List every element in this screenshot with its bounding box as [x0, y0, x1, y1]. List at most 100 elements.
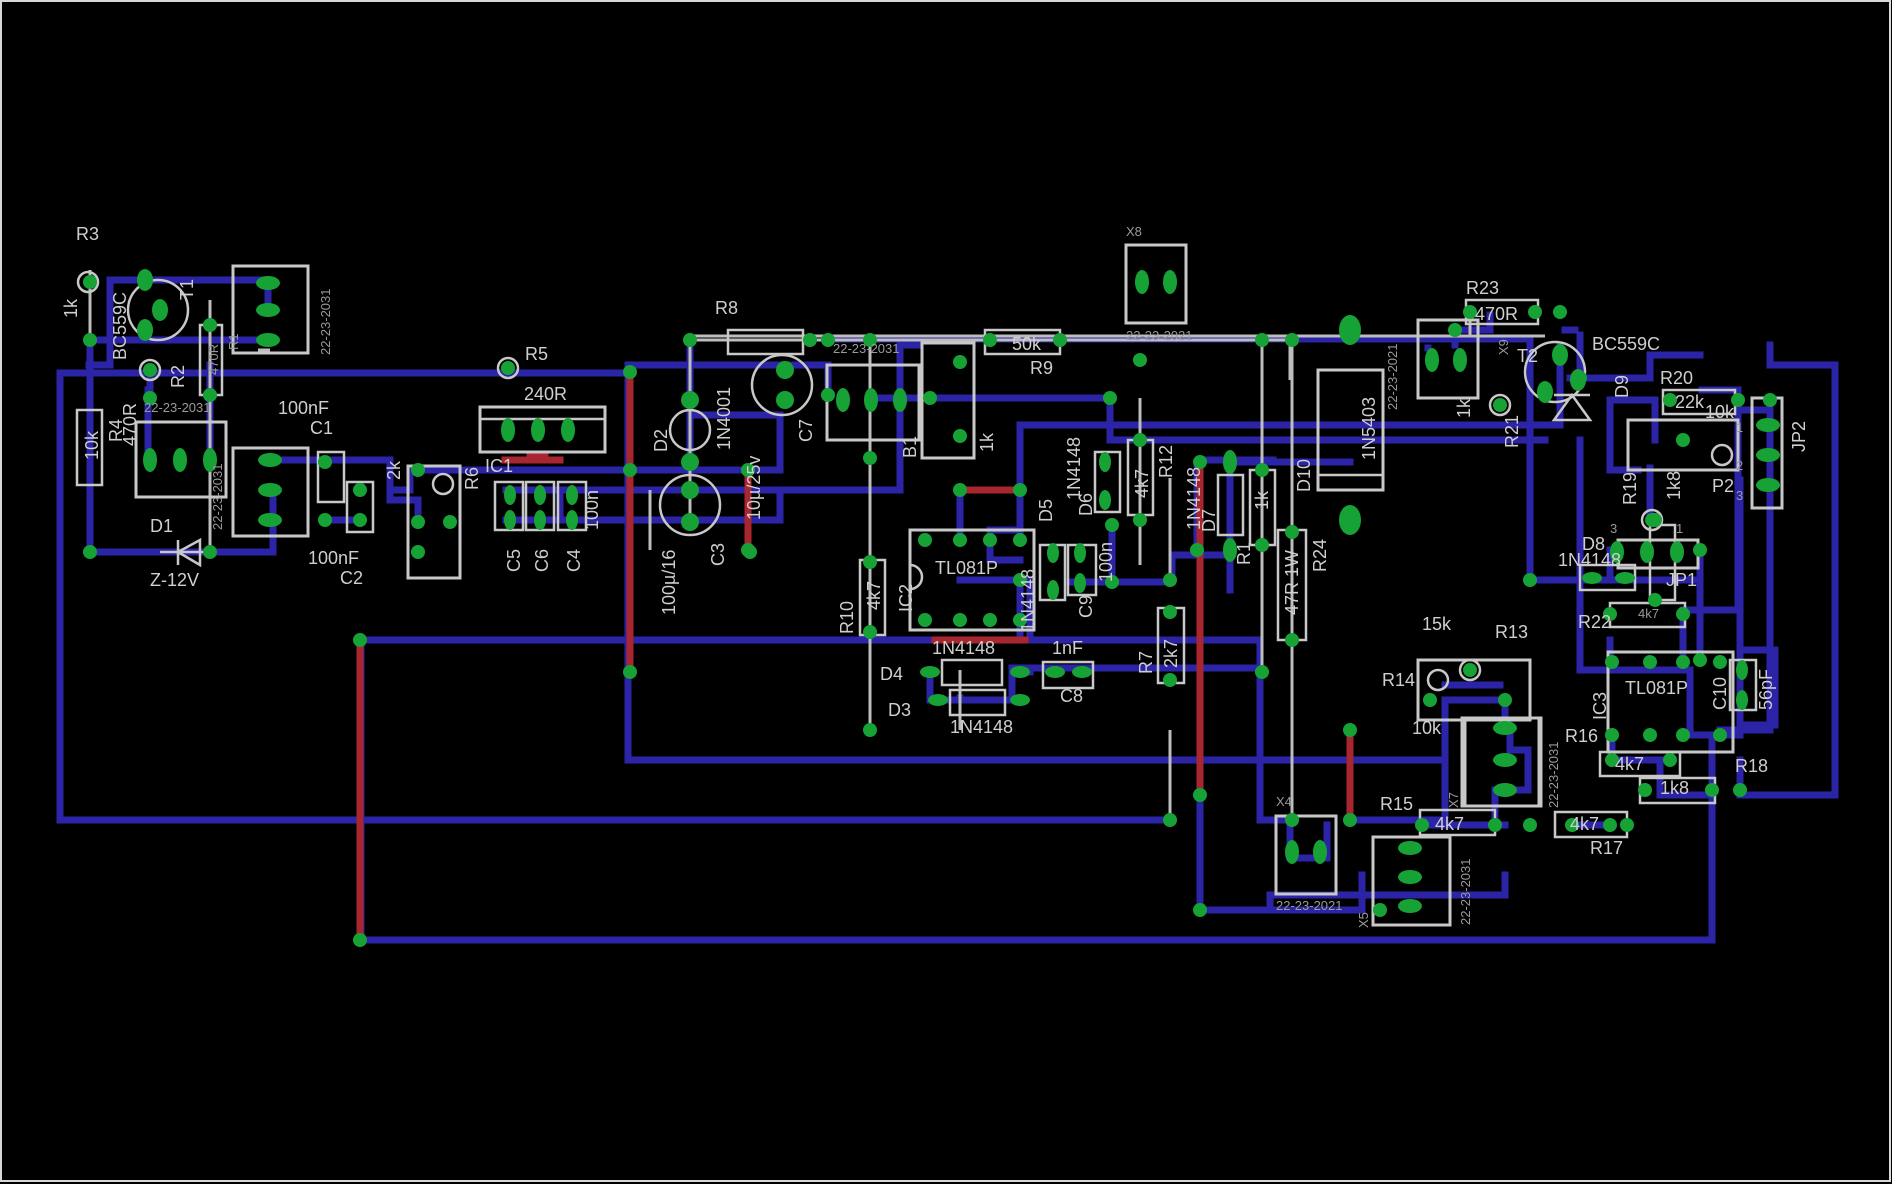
label-b1: B1 [900, 436, 920, 458]
label-r7: R7 [1136, 651, 1156, 674]
label-r14: R14 [1382, 670, 1415, 690]
label-d1: D1 [150, 516, 173, 536]
label-x4: X4 [1276, 794, 1292, 809]
label-r10-value: 4k7 [864, 581, 884, 610]
label-jp1-pin1: 1 [1676, 521, 1683, 536]
label-r1b: R1 [1234, 542, 1254, 565]
label-c8: C8 [1060, 686, 1083, 706]
component-labels: R3 1k BC559C T1 22-23-2031 470R R1 R2 47… [61, 224, 1809, 928]
label-r3-value: 1k [61, 298, 81, 318]
label-x5-value: 22-23-2031 [1458, 859, 1473, 926]
label-x1-value: 22-23-2031 [318, 289, 333, 356]
label-x10-value: 22-23-2031 [833, 341, 900, 356]
label-r15-value: 4k7 [1435, 814, 1464, 834]
label-x3-value: 22-23-2031 [210, 464, 225, 531]
label-d4: D4 [880, 664, 903, 684]
label-c9: C9 [1076, 595, 1096, 618]
label-c1-value: 100nF [278, 398, 329, 418]
label-r4: R4 [106, 419, 126, 442]
label-p1-value: 1k [977, 432, 997, 452]
label-c5: C5 [504, 549, 524, 572]
label-jp2-pin3: 3 [1736, 488, 1743, 503]
label-x8: X8 [1126, 224, 1142, 239]
label-d8-value: 1N4148 [1558, 550, 1621, 570]
label-r21-value: 1k [1454, 398, 1474, 418]
label-c7-value: 10µ/25v [744, 456, 764, 520]
label-c2-value: 100nF [308, 548, 359, 568]
silkscreen [75, 243, 1784, 927]
label-r3: R3 [76, 224, 99, 244]
label-c2: C2 [340, 568, 363, 588]
label-r18: R18 [1735, 756, 1768, 776]
label-r2-value: 470R [120, 403, 140, 446]
label-ic3: IC3 [1590, 692, 1610, 720]
label-d5: D5 [1036, 499, 1056, 522]
label-r6-value: 2k [384, 460, 404, 480]
label-r15: R15 [1380, 794, 1413, 814]
label-ic1: IC1 [485, 456, 513, 476]
label-r20-value: 22k [1675, 392, 1705, 412]
label-r11-value: 4k7 [1132, 469, 1152, 498]
label-d2-value: 1N4001 [714, 387, 734, 450]
label-r23-value: 470R [1475, 304, 1518, 324]
label-r1-value: 470R [206, 344, 221, 375]
label-d9: D9 [1612, 375, 1632, 398]
top-layer-traces [356, 368, 1354, 944]
label-c8-value: 1nF [1052, 638, 1083, 658]
label-d5-value: 1N4148 [1018, 569, 1038, 632]
label-r1: R1 [226, 333, 241, 350]
label-d10-value: 1N5403 [1359, 397, 1379, 460]
label-r18-value: 1k8 [1660, 778, 1689, 798]
label-r22-value: 4k7 [1638, 606, 1659, 621]
label-d6: D6 [1076, 493, 1096, 516]
label-r23: R23 [1466, 278, 1499, 298]
label-jp2: JP2 [1789, 421, 1809, 452]
label-r8: R8 [715, 298, 738, 318]
label-r24: R24 [1310, 539, 1330, 572]
label-r21: R21 [1502, 415, 1522, 448]
label-ic2: IC2 [896, 584, 916, 612]
pads [83, 269, 1780, 947]
label-r9-value: 50k [1012, 334, 1042, 354]
label-jp1: JP1 [1666, 570, 1697, 590]
label-c1: C1 [310, 418, 333, 438]
label-x8-value: 22-23-2021 [1126, 328, 1193, 343]
bottom-layer-traces [56, 276, 1839, 944]
label-r24-value: 47R 1W [1282, 550, 1302, 615]
label-r12: R12 [1156, 445, 1176, 478]
label-x9: X9 [1496, 339, 1511, 355]
label-c3-value: 100µ/16 [659, 550, 679, 615]
label-jp2-pin2: 2 [1736, 458, 1743, 473]
label-ic3-value: TL081P [1625, 678, 1688, 698]
label-x6-value: 22-23-2031 [1546, 742, 1561, 809]
label-r5: R5 [525, 344, 548, 364]
label-d6-value: 1N4148 [1064, 437, 1084, 500]
label-d10: D10 [1294, 459, 1314, 492]
label-jp1-pin3: 3 [1610, 521, 1617, 536]
label-r20: R20 [1660, 368, 1693, 388]
label-x5: X5 [1356, 912, 1371, 928]
label-t1: T1 [177, 279, 197, 300]
label-d7-value: 1N4148 [1184, 467, 1204, 530]
label-d1-value: Z-12V [150, 570, 199, 590]
label-x4-value: 22-23-2021 [1276, 898, 1343, 913]
label-x2-value: 22-23-2031 [144, 400, 211, 415]
label-p2: P2 [1712, 476, 1734, 496]
label-d4-value: 1N4148 [932, 638, 995, 658]
label-r5-value: 240R [524, 384, 567, 404]
label-r2: R2 [168, 365, 188, 388]
label-t2-value: BC559C [1592, 334, 1660, 354]
label-r19-value: 1k8 [1664, 471, 1684, 500]
label-jp2-pin1: 1 [1736, 420, 1743, 435]
label-c6: C6 [532, 549, 552, 572]
label-p2-value: 10k [1705, 402, 1735, 422]
label-r10: R10 [837, 601, 857, 634]
label-r13: R13 [1495, 622, 1528, 642]
label-r4-value: 10k [82, 430, 102, 460]
label-c4-value: 100n [582, 490, 602, 530]
label-c4: C4 [564, 549, 584, 572]
label-r16-value: 4k7 [1615, 754, 1644, 774]
label-r6: R6 [462, 467, 482, 490]
label-c10: C10 [1710, 677, 1730, 710]
